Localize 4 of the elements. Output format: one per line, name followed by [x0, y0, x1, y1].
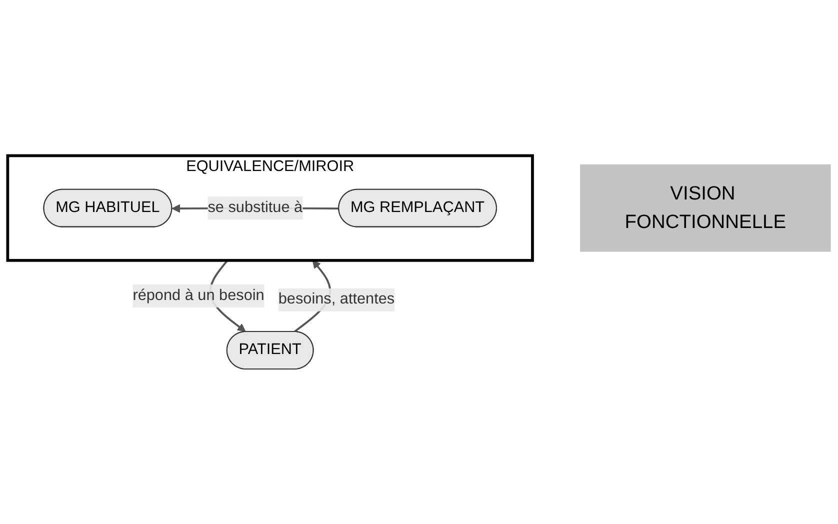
edge-label: répond à un besoin [132, 286, 264, 304]
edge-label: besoins, attentes [278, 290, 395, 308]
edge-label: se substitue à [208, 199, 303, 216]
node-box: VISION FONCTIONNELLE [580, 164, 831, 252]
